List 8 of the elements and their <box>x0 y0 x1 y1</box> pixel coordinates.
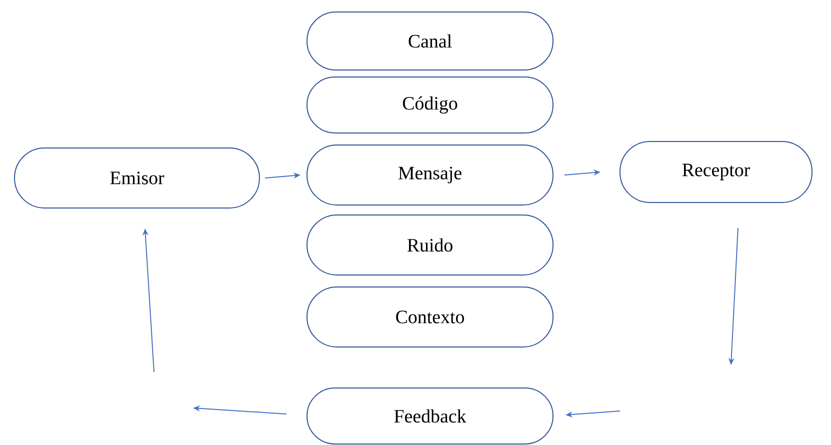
rounded-box: Canal <box>306 12 554 70</box>
rounded-box: Contexto <box>306 286 554 348</box>
rounded-box: Código <box>306 76 554 134</box>
rounded-box: Receptor <box>620 140 812 203</box>
rounded-box: Feedback <box>306 387 554 444</box>
rounded-box: Emisor <box>14 147 260 208</box>
rounded-box: Mensaje <box>306 144 554 206</box>
rounded-box: Ruido <box>306 214 554 276</box>
